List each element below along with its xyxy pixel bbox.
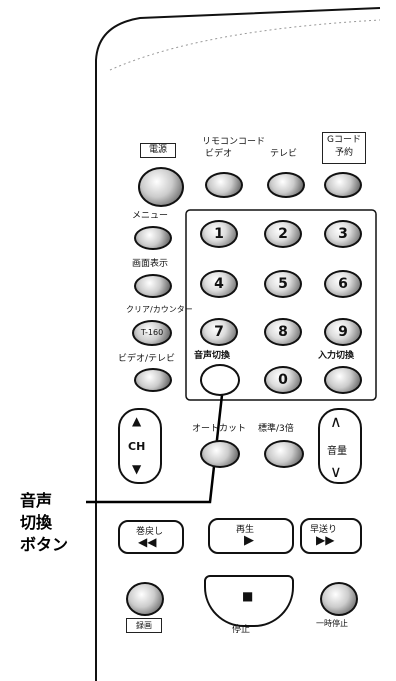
auto-cut-button[interactable] — [200, 440, 240, 468]
callout-line — [86, 394, 224, 504]
key-5[interactable]: 5 — [264, 270, 302, 298]
menu-button[interactable] — [134, 226, 172, 250]
key-6[interactable]: 6 — [324, 270, 362, 298]
callout-line3: ボタン — [20, 535, 69, 554]
channel-rocker[interactable]: ▲ CH ▼ — [118, 408, 162, 484]
key-1[interactable]: 1 — [200, 220, 238, 248]
audio-switch-button[interactable] — [200, 364, 240, 396]
ff-label: 早送り — [310, 525, 338, 535]
key-4[interactable]: 4 — [200, 270, 238, 298]
video-label: ビデオ — [205, 149, 233, 159]
audio-switch-label: 音声切換 — [194, 351, 231, 361]
volume-up-icon: ∧ — [330, 412, 342, 431]
ch-label: CH — [128, 440, 146, 453]
remocon-code-label: リモコンコード — [202, 137, 266, 147]
rewind-icon: ◀◀ — [138, 535, 157, 549]
play-label: 再生 — [236, 525, 255, 535]
power-button[interactable] — [138, 167, 184, 207]
input-switch-label: 入力切換 — [318, 351, 355, 361]
std-3x-button[interactable] — [264, 440, 304, 468]
key-8[interactable]: 8 — [264, 318, 302, 346]
tv-label: テレビ — [270, 149, 298, 159]
record-button[interactable] — [126, 582, 164, 616]
pause-label: 一時停止 — [316, 619, 348, 628]
video-button[interactable] — [205, 172, 243, 198]
video-tv-label: ビデオ/テレビ — [118, 354, 176, 364]
callout-line1: 音声 — [20, 491, 53, 510]
display-label: 画面表示 — [132, 259, 169, 269]
record-label: 録画 — [126, 618, 162, 633]
play-button[interactable]: 再生 ▶ — [208, 518, 294, 554]
callout-text: 音声 切換 ボタン — [20, 490, 68, 556]
input-switch-button[interactable] — [324, 366, 362, 394]
stop-icon: ■ — [242, 589, 254, 603]
gcode-label: Gコード予約 — [322, 132, 366, 164]
chevron-down-icon: ▼ — [132, 462, 142, 476]
menu-label: メニュー — [132, 211, 169, 221]
power-label: 電源 — [140, 143, 176, 158]
fast-forward-button[interactable]: 早送り ▶▶ — [300, 518, 362, 554]
fast-forward-icon: ▶▶ — [316, 533, 335, 547]
key-9[interactable]: 9 — [324, 318, 362, 346]
key-3[interactable]: 3 — [324, 220, 362, 248]
display-button[interactable] — [134, 274, 172, 298]
chevron-up-icon: ▲ — [132, 414, 142, 428]
stop-label: 停止 — [232, 625, 251, 635]
play-icon: ▶ — [244, 533, 254, 548]
pause-button[interactable] — [320, 582, 358, 616]
clear-button[interactable]: T-160 — [132, 320, 172, 346]
key-7[interactable]: 7 — [200, 318, 238, 346]
rewind-label: 巻戻し — [136, 527, 164, 537]
keypad-frame — [185, 209, 377, 401]
std-3x-label: 標準/3倍 — [258, 424, 294, 434]
auto-cut-label: オートカット — [192, 424, 247, 434]
callout-line2: 切換 — [20, 513, 53, 532]
volume-down-icon: ∨ — [330, 462, 342, 481]
tv-button[interactable] — [267, 172, 305, 198]
gcode-button[interactable] — [324, 172, 362, 198]
volume-rocker[interactable]: ∧ 音量 ∨ — [318, 408, 362, 484]
volume-label: 音量 — [327, 446, 347, 457]
video-tv-button[interactable] — [134, 368, 172, 392]
rewind-button[interactable]: 巻戻し ◀◀ — [118, 520, 184, 554]
key-0[interactable]: 0 — [264, 366, 302, 394]
clear-label: クリア/カウンター — [126, 305, 193, 314]
key-2[interactable]: 2 — [264, 220, 302, 248]
